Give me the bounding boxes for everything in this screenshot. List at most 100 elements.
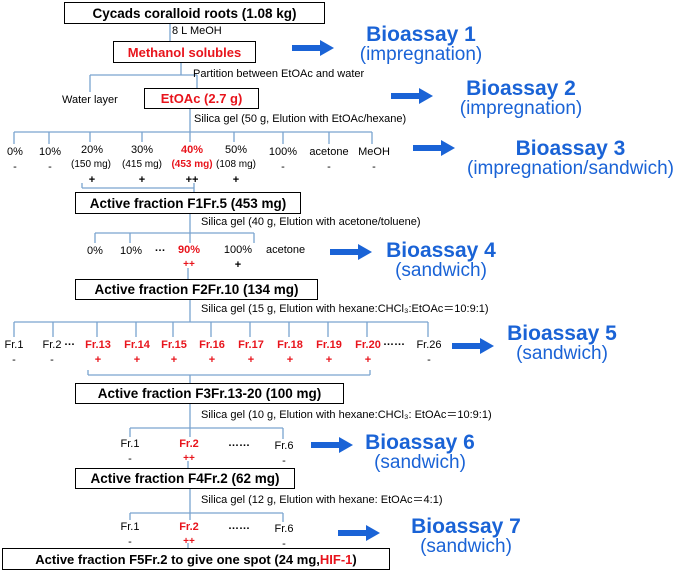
step4-activity-2: ++ xyxy=(183,453,195,464)
step4-activity-6: - xyxy=(282,455,286,467)
bioassay-7-method: (sandwich) xyxy=(420,536,512,558)
extraction-solvent: 8 L MeOH xyxy=(172,25,222,37)
step3-method: Silica gel (15 g, Elution with hexane:CH… xyxy=(201,303,489,315)
result-5-suffix: ) xyxy=(352,551,357,567)
bioassay-6: Bioassay 6 (sandwich) xyxy=(355,432,485,473)
step1-fraction-4: 40% xyxy=(180,144,204,156)
partition-label: Partition between EtOAc and water xyxy=(193,68,365,80)
arrow-right-icon xyxy=(413,140,455,156)
step3-fraction-20: Fr.20 xyxy=(355,339,381,351)
step3-activity-0: - xyxy=(12,354,16,366)
step3-activity-19: + xyxy=(325,354,333,366)
bioassay-1: Bioassay 1 (impregnation) xyxy=(336,24,506,65)
step1-activity-1: - xyxy=(48,161,52,173)
result-box-5: Active fraction F5Fr.2 to give one spot … xyxy=(2,548,390,570)
step3-fraction-16: Fr.16 xyxy=(199,339,225,351)
step3-activity-20: + xyxy=(364,354,372,366)
result-box-3: Active fraction F3Fr.13-20 (100 mg) xyxy=(75,383,344,404)
step4-fraction-6: Fr.6 xyxy=(274,440,294,452)
step5-ellipsis: …… xyxy=(228,520,250,532)
step4-fraction-1: Fr.1 xyxy=(120,438,140,450)
result-box-4: Active fraction F4Fr.2 (62 mg) xyxy=(75,468,295,489)
arrow-right-icon xyxy=(292,40,334,56)
step3-activity-1: - xyxy=(50,354,54,366)
step3-fraction-15: Fr.15 xyxy=(161,339,187,351)
bioassay-5-title: Bioassay 5 xyxy=(507,322,617,345)
bioassay-7: Bioassay 7 (sandwich) xyxy=(401,516,531,557)
step3-activity-26: - xyxy=(427,354,431,366)
step3-activity-14: + xyxy=(133,354,141,366)
step4-ellipsis: …… xyxy=(228,437,250,449)
step3-fraction-0: Fr.1 xyxy=(4,339,24,351)
arrow-right-icon xyxy=(330,244,372,260)
step5-activity-6: - xyxy=(282,538,286,550)
bioassay-4-method: (sandwich) xyxy=(395,260,487,282)
step1-fraction-6: 100% xyxy=(268,146,298,158)
bioassay-2-method: (impregnation) xyxy=(459,98,583,120)
step3-activity-16: + xyxy=(208,354,216,366)
bioassay-6-method: (sandwich) xyxy=(374,452,466,474)
bioassay-4: Bioassay 4 (sandwich) xyxy=(376,240,506,281)
result-box-1: Active fraction F1Fr.5 (453 mg) xyxy=(75,192,301,214)
bioassay-3-method: (impregnation/sandwich) xyxy=(467,158,674,180)
bioassay-4-title: Bioassay 4 xyxy=(386,239,496,262)
step3-fraction-17: Fr.17 xyxy=(238,339,264,351)
bioassay-1-method: (impregnation) xyxy=(359,44,483,66)
step1-fraction-2: 20% xyxy=(80,144,104,156)
step2-fraction-3: 90% xyxy=(177,244,201,256)
step2-ellipsis: … xyxy=(154,242,166,254)
step2-method: Silica gel (40 g, Elution with acetone/t… xyxy=(201,216,421,228)
step1-method: Silica gel (50 g, Elution with EtOAc/hex… xyxy=(194,113,407,125)
step1-fraction-5: 50% xyxy=(224,144,248,156)
start-material-label: Cycads coralloid roots (1.08 kg) xyxy=(92,5,297,21)
step5-fraction-6: Fr.6 xyxy=(274,523,294,535)
bioassay-5: Bioassay 5 (sandwich) xyxy=(497,323,627,364)
start-material-box: Cycads coralloid roots (1.08 kg) xyxy=(64,2,325,24)
step3-fraction-1: Fr.2 xyxy=(42,339,62,351)
step3-fraction-18: Fr.18 xyxy=(277,339,303,351)
step5-activity-2: ++ xyxy=(183,536,195,547)
step5-activity-1: - xyxy=(128,536,132,548)
step3-ellipsis-1: … xyxy=(64,336,75,348)
step5-fraction-2: Fr.2 xyxy=(179,521,199,533)
bioassay-6-title: Bioassay 6 xyxy=(365,431,475,454)
etoac-box: EtOAc (2.7 g) xyxy=(144,88,259,109)
result-3-label: Active fraction F3Fr.13-20 (100 mg) xyxy=(97,386,322,401)
step3-activity-17: + xyxy=(247,354,255,366)
result-5-prefix: Active fraction F5Fr.2 to give one spot … xyxy=(35,551,320,567)
step1-activity-2: + xyxy=(88,174,96,186)
result-5-compound: HIF-1 xyxy=(319,551,353,567)
step3-activity-15: + xyxy=(170,354,178,366)
step4-activity-1: - xyxy=(128,453,132,465)
step3-activity-13: + xyxy=(94,354,102,366)
step4-method: Silica gel (10 g, Elution with hexane:CH… xyxy=(201,409,492,421)
bioassay-2-title: Bioassay 2 xyxy=(466,77,576,100)
result-1-label: Active fraction F1Fr.5 (453 mg) xyxy=(89,195,287,211)
step1-activity-0: - xyxy=(13,161,17,173)
step2-activity-3: ++ xyxy=(183,259,195,270)
bioassay-2: Bioassay 2 (impregnation) xyxy=(436,78,606,119)
step3-fraction-14: Fr.14 xyxy=(124,339,150,351)
step1-fraction-0: 0% xyxy=(7,146,23,158)
step2-fraction-0: 0% xyxy=(87,245,103,257)
step2-fraction-4: 100% xyxy=(223,244,253,256)
bioassay-5-method: (sandwich) xyxy=(516,343,608,365)
step1-activity-3: + xyxy=(138,174,146,186)
methanol-solubles-box: Methanol solubles xyxy=(113,41,256,63)
arrow-right-icon xyxy=(338,525,380,541)
step1-fraction-1: 10% xyxy=(38,146,62,158)
step1-fraction-3: 30% xyxy=(130,144,154,156)
step3-activity-18: + xyxy=(286,354,294,366)
step1-mass-3: (415 mg) xyxy=(121,159,162,170)
result-4-label: Active fraction F4Fr.2 (62 mg) xyxy=(90,471,280,486)
step3-fraction-26: Fr.26 xyxy=(416,339,442,351)
step3-ellipsis-2: …… xyxy=(383,336,405,348)
step1-activity-5: + xyxy=(232,174,240,186)
arrow-right-icon xyxy=(391,88,433,104)
step1-mass-2: (150 mg) xyxy=(70,159,111,170)
step2-fraction-5: acetone xyxy=(266,244,306,256)
result-2-label: Active fraction F2Fr.10 (134 mg) xyxy=(94,282,299,297)
bioassay-3: Bioassay 3 (impregnation/sandwich) xyxy=(456,138,685,179)
